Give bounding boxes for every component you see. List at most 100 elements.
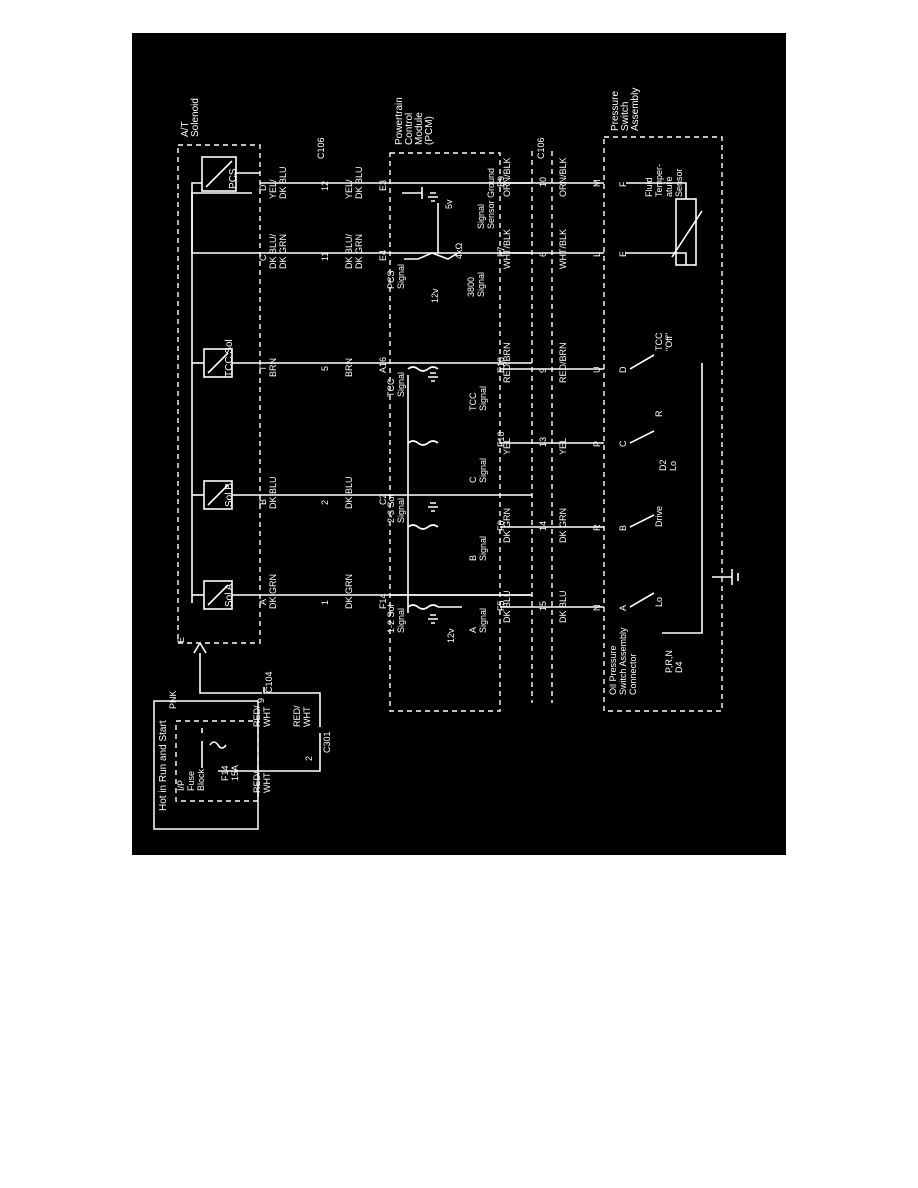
pin-c106b-14: 14 — [538, 521, 548, 531]
wire-dk-grn-c: DK GRN — [502, 508, 512, 543]
wire-red-brn-b: RED/BRN — [558, 342, 568, 383]
wire-yel-dk-blu-a: YEL/DK BLU — [268, 166, 288, 199]
pcm-b-signal: BSignal — [468, 536, 488, 561]
pcm-12v-b: 12v — [430, 288, 440, 303]
pin-pcm-f7: F7 — [496, 246, 506, 257]
wiring-diagram-panel: Hot in Run and Start I/PFuseBlock F14 15… — [132, 33, 786, 855]
pin-ps-u: U — [592, 367, 602, 374]
connector-c301: C301 — [322, 731, 332, 753]
pin-pcm-f10: F10 — [496, 431, 506, 447]
pressure-switch-label: PressureSwitchAssembly — [610, 88, 641, 131]
pcm-sensor-ground: Sensor Ground — [486, 168, 496, 229]
pcm-12v-a: 12v — [446, 628, 456, 643]
sol-b-symbol — [192, 480, 260, 510]
pin-ps-p: P — [592, 441, 602, 447]
pcm-4k-resistor: 4kΩ — [454, 242, 464, 259]
switch-d4-label: P,R,ND4 — [664, 650, 684, 673]
pin-sol-c: C — [258, 254, 268, 261]
pcm-5v: 5v — [444, 199, 454, 209]
pin-sol-a: A — [258, 599, 268, 605]
pin-c106-2: 2 — [320, 500, 330, 505]
pcm-signal: Signal — [476, 204, 486, 229]
pin-c106b-15: 15 — [538, 601, 548, 611]
oil-pressure-connector-label: Oil PressureSwitch AssemblyConnector — [608, 627, 638, 695]
pin-c106b-6: 6 — [538, 252, 548, 257]
wire-dk-blu-b: DK BLU — [344, 476, 354, 509]
wire-red-wht-b: RED/WHT — [292, 705, 312, 727]
pin-pcm-f6: F6 — [496, 520, 506, 531]
pin-ps-a: A — [618, 605, 628, 611]
pin-ps-m: M — [592, 180, 602, 188]
pin-c106-5: 5 — [320, 366, 330, 371]
pressure-switch-box — [603, 136, 723, 712]
tcc-sol-label: TCC Sol — [224, 339, 235, 377]
fuse-block-label: I/PFuseBlock — [176, 768, 206, 791]
fuse-block-box — [175, 720, 259, 802]
pin-ps-b: B — [618, 525, 628, 531]
pin-c106b-9: 9 — [538, 368, 548, 373]
fuse-rating: 15A — [230, 765, 240, 781]
wire-dk-grn-a: DK GRN — [268, 574, 278, 609]
fluid-temp-sensor-label: FluidTemper-atureSensor — [644, 164, 684, 197]
pcm-a-signal: ASignal — [468, 608, 488, 633]
pcm-tcc-signal: TCCSignal — [386, 372, 406, 397]
pin-pcm-a16: A16 — [378, 357, 388, 373]
pcm-label: PowertrainControlModule(PCM) — [394, 97, 435, 145]
wire-wht-blk-b: WHT/BLK — [558, 229, 568, 269]
tcc-sol-symbol — [192, 348, 260, 378]
wire-dk-blu-c: DK BLU — [502, 590, 512, 623]
connector-c106-top: C106 — [316, 137, 326, 159]
pin-pcm-f14: F14 — [378, 593, 388, 609]
fuse-id: F14 — [220, 765, 230, 781]
pcm-tcc-signal-2: TCCSignal — [468, 386, 488, 411]
pcs-symbol — [191, 156, 260, 254]
sol-a-label: Sol A — [224, 583, 235, 607]
pin-pcm-f5: F5 — [496, 600, 506, 611]
wire-brn-b: BRN — [344, 358, 354, 377]
wire-brn-a: BRN — [268, 358, 278, 377]
pcm-c-signal: CSignal — [468, 458, 488, 483]
switch-lo-label: Lo — [654, 597, 664, 607]
pcm-sol12-signal: 1-2 SolSignal — [386, 604, 406, 633]
wire-red-wht-c: RED/WHT — [252, 771, 272, 793]
ground-symbols — [428, 192, 438, 624]
wire-dk-grn-b: DK GRN — [344, 574, 354, 609]
tcc-off-label: TCC"Off" — [654, 332, 674, 351]
pin-c106b-13: 13 — [538, 437, 548, 447]
pin-pcm-e9: E9 — [496, 176, 506, 187]
sol-a-symbol — [192, 580, 260, 610]
pin-pcm-c2: C2 — [378, 493, 388, 505]
wire-red-wht-a: RED/WHT — [252, 705, 272, 727]
sol-b-label: Sol B — [224, 483, 235, 507]
wire-orn-blk-a: ORN/BLK — [502, 157, 512, 197]
pin-sol-d: D — [258, 184, 268, 191]
pcm-3800-signal: 3800Signal — [466, 272, 486, 297]
pin-c106-1: 1 — [320, 600, 330, 605]
wire-yel-a: YEL — [502, 438, 512, 455]
pcs-label: PCS — [228, 168, 239, 189]
wire-dk-blu-a: DK BLU — [268, 476, 278, 509]
pin-ps-c: C — [618, 440, 628, 447]
wire-pnk: PNK — [168, 690, 178, 709]
at-solenoid-label: A/TSolenoid — [180, 98, 201, 137]
pin-ps-n: N — [592, 605, 602, 612]
fuse-symbol — [209, 741, 227, 749]
switch-d2-label: D2Lo — [658, 459, 678, 471]
switch-r-label: R — [654, 410, 664, 417]
switch-wires — [500, 182, 604, 608]
pin-pcm-e4: E4 — [378, 250, 388, 261]
connector-c106-bottom: C106 — [536, 137, 546, 159]
pcm-pcs-signal: PCSSignal — [386, 264, 406, 289]
wire-dk-blu-dk-grn-b: DK BLU/DK GRN — [344, 233, 364, 269]
wire-dk-grn-d: DK GRN — [558, 508, 568, 543]
pin-sol-b: B — [258, 499, 268, 505]
pin-ps-e: E — [618, 251, 628, 257]
pin-c106-11: 11 — [320, 252, 330, 261]
wire-yel-b: YEL — [558, 438, 568, 455]
wire-orn-blk-b: ORN/BLK — [558, 157, 568, 197]
supply-wiring — [191, 192, 321, 772]
pin-c106-12: 12 — [320, 181, 330, 191]
switch-drive-label: Drive — [654, 506, 664, 527]
pin-c106b-10: 10 — [538, 177, 548, 187]
wire-dk-blu-d: DK BLU — [558, 590, 568, 623]
